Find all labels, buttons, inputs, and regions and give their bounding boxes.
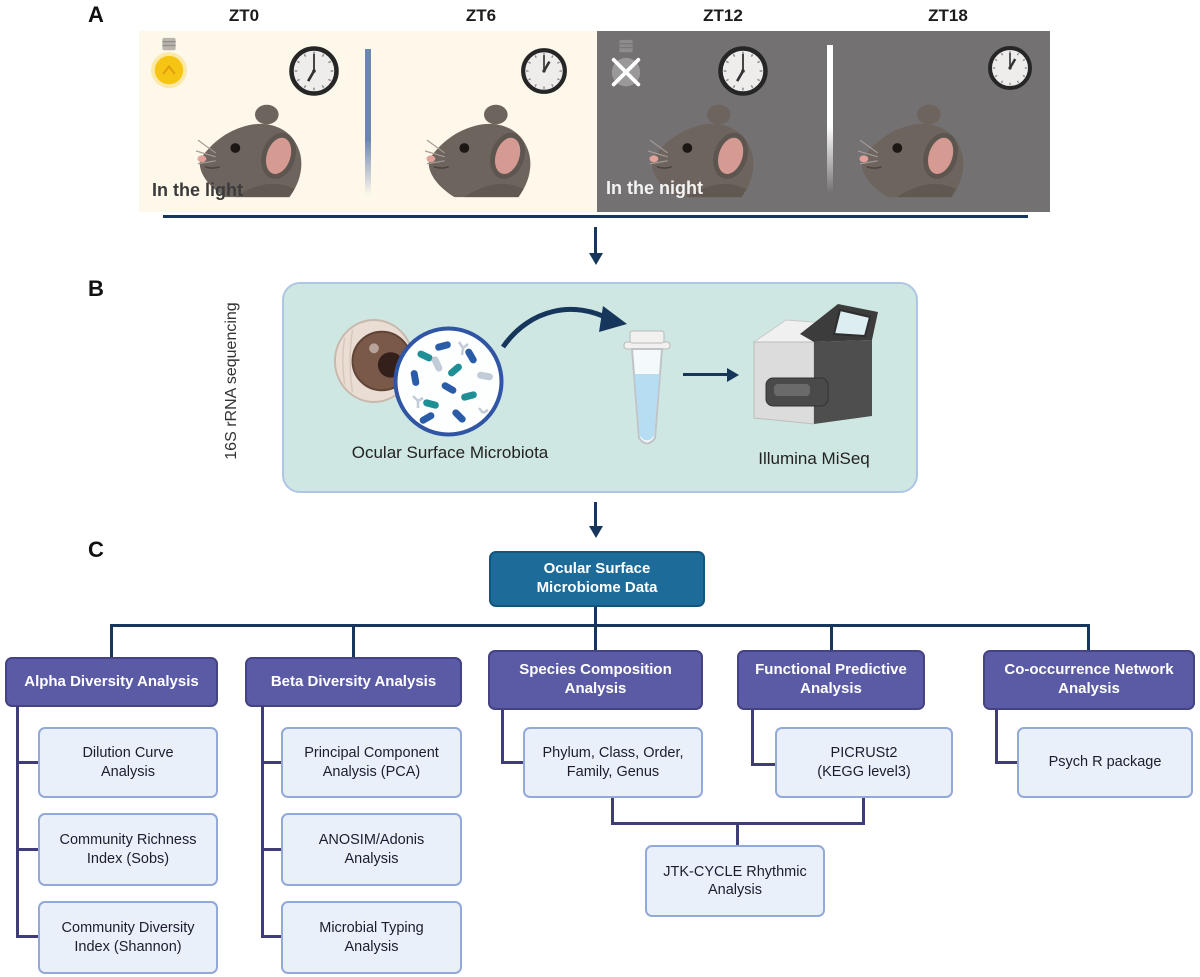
branch-species-composition: Species Composition Analysis [488,650,703,710]
clock-zt0-icon [287,44,341,98]
elbow-functional-stub [751,763,775,766]
leaf-psych-r-package: Psych R package [1017,727,1193,798]
elbow-beta-stub-1 [261,761,281,764]
leaf-taxonomy-levels: Phylum, Class, Order, Family, Genus [523,727,703,798]
timepoint-label-zt6: ZT6 [465,6,497,25]
mouse-zt6-icon [425,98,543,198]
leaf-diversity-shannon: Community Diversity Index (Shannon) [38,901,218,974]
panel-c-label: C [88,537,104,562]
branch-beta-diversity: Beta Diversity Analysis [245,657,462,707]
microbiota-magnifier-icon [393,326,504,437]
leaf-microbial-typing: Microbial Typing Analysis [281,901,462,974]
elbow-beta-stub-3 [261,935,281,938]
elbow-beta-vertical [261,706,264,938]
elbow-alpha-stub-3 [16,935,38,938]
mouse-zt18-icon [858,98,976,198]
connector-horizontal-bus [110,624,1090,627]
connector-root-drop [594,607,597,625]
elbow-species-vertical [501,710,504,764]
sample-transfer-arrow [500,306,627,349]
connector-drop-functional [830,624,833,651]
arrow-b-to-c [588,502,603,538]
leaf-jtk-cycle: JTK-CYCLE Rhythmic Analysis [645,845,825,917]
connector-drop-species [594,624,597,651]
panel-a-label: A [88,2,104,27]
leaf-dilution-curve: Dilution Curve Analysis [38,727,218,798]
leaf-pca: Principal Component Analysis (PCA) [281,727,462,798]
elbow-alpha-stub-1 [16,761,38,764]
arrow-a-to-b [588,227,603,265]
tube-to-sequencer-arrow [683,367,739,382]
timepoint-label-zt0: ZT0 [228,6,260,25]
day-divider [365,49,371,195]
night-phase-caption: In the night [606,178,703,198]
lightbulb-on-icon [150,36,188,91]
bracket-center-drop [736,822,739,845]
branch-alpha-diversity: Alpha Diversity Analysis [5,657,218,707]
clock-zt12-icon [716,44,770,98]
bracket-left-vertical [611,798,614,825]
leaf-richness-sobs: Community Richness Index (Sobs) [38,813,218,886]
connector-drop-cooccurrence [1087,624,1090,651]
light-phase-caption: In the light [152,180,243,200]
timepoint-label-zt12: ZT12 [703,6,743,25]
night-divider [827,45,833,193]
sample-tube-icon [623,330,671,445]
clock-zt18-icon [986,44,1034,92]
sequencing-side-label: 16S rRNA sequencing [223,302,240,460]
sequencer-caption: Illumina MiSeq [758,449,870,468]
panel-b-label: B [88,276,104,301]
elbow-alpha-vertical [16,706,19,938]
clock-zt6-icon [519,46,569,96]
leaf-anosim-adonis: ANOSIM/Adonis Analysis [281,813,462,886]
elbow-species-stub [501,761,523,764]
bracket-right-vertical [862,798,865,825]
leaf-picrust2: PICRUSt2 (KEGG level3) [775,727,953,798]
branch-functional-predictive: Functional Predictive Analysis [737,650,925,710]
elbow-cooccurrence-stub [995,761,1017,764]
timeline [163,215,1028,218]
elbow-beta-stub-2 [261,848,281,851]
branch-cooccurrence-network: Co-occurrence Network Analysis [983,650,1195,710]
lightbulb-off-icon [607,38,645,93]
elbow-cooccurrence-vertical [995,710,998,764]
connector-drop-alpha [110,624,113,658]
connector-drop-beta [352,624,355,658]
elbow-alpha-stub-2 [16,848,38,851]
sequencer-icon [752,304,878,425]
microbiota-caption: Ocular Surface Microbiota [351,443,549,462]
root-node-microbiome-data: Ocular Surface Microbiome Data [489,551,705,607]
elbow-functional-vertical [751,710,754,766]
timepoint-label-zt18: ZT18 [928,6,968,25]
